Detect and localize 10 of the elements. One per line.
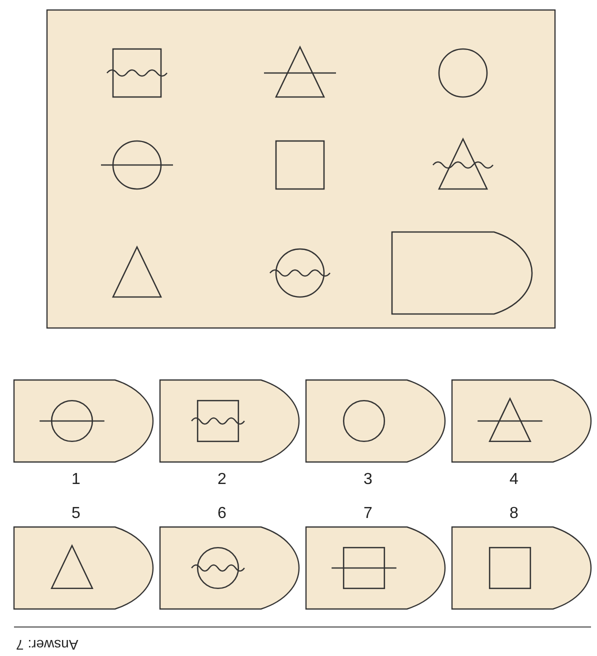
option-number: 8 — [510, 505, 518, 523]
option-number: 2 — [218, 471, 226, 489]
option-number: 1 — [72, 471, 80, 489]
option-number: 5 — [72, 505, 80, 523]
bullet-outline-symbol — [391, 231, 533, 315]
option-number: 4 — [510, 471, 518, 489]
option-number: 6 — [218, 505, 226, 523]
option-number: 3 — [364, 471, 372, 489]
answer-text: Answer: 7 — [16, 636, 78, 654]
option-number: 7 — [364, 505, 372, 523]
